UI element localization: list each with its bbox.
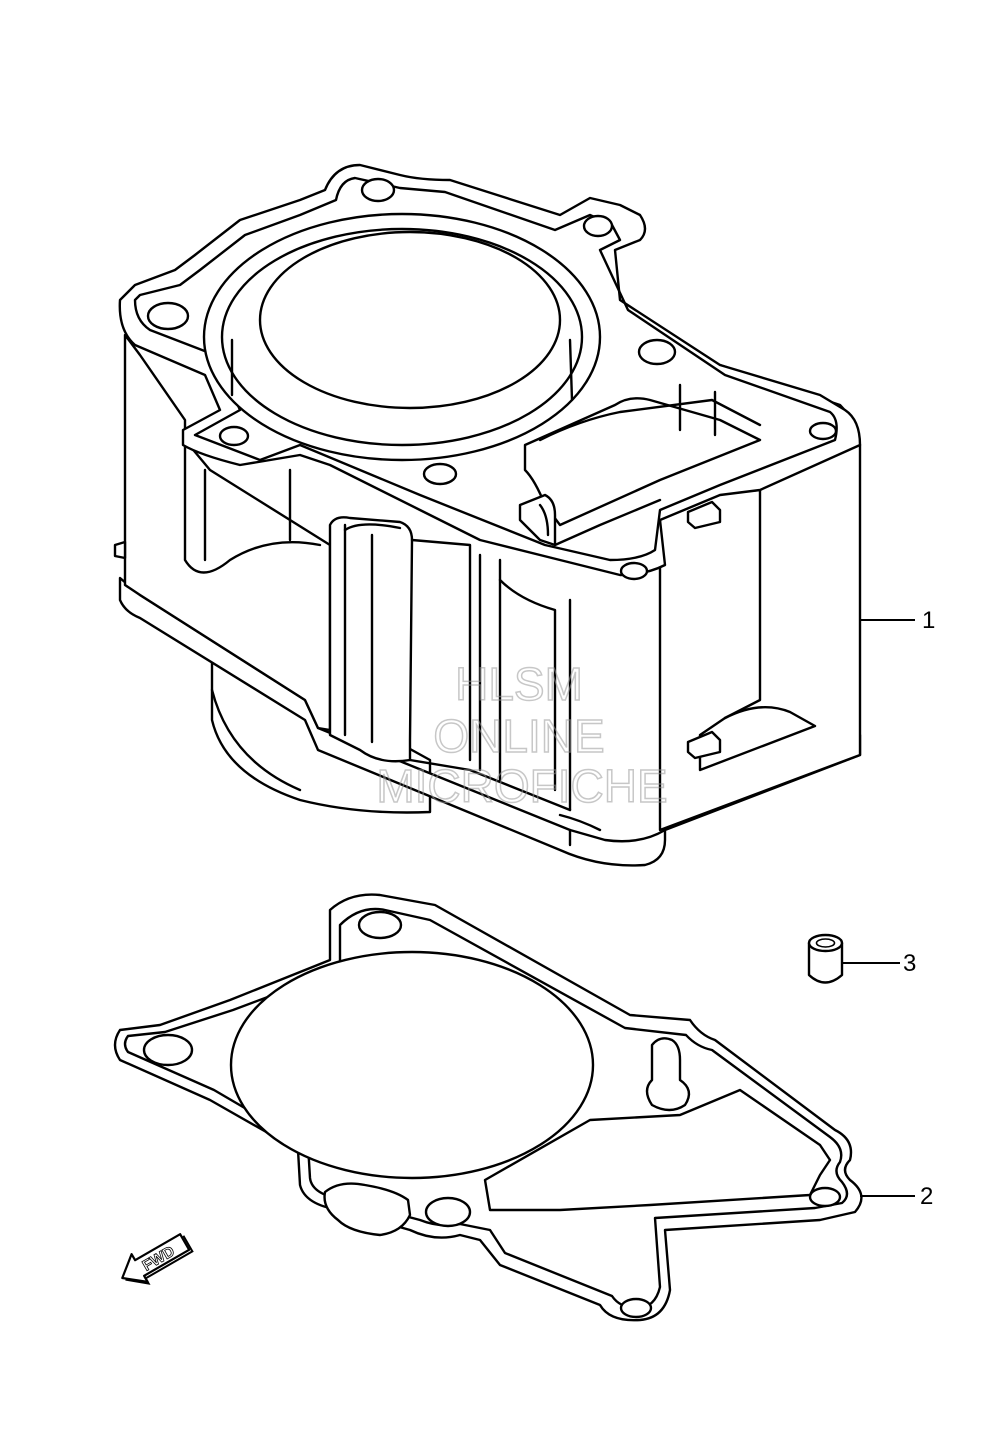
gasket-bolt-hole <box>424 1196 472 1228</box>
watermark: HLSM ONLINE MICROFICHE <box>376 657 669 813</box>
gasket-bolt-hole <box>357 910 403 940</box>
callout-2-number: 2 <box>920 1183 933 1210</box>
gasket-cutout <box>323 1182 412 1237</box>
gasket-bore <box>229 950 595 1180</box>
dowel-pin-part-3[interactable] <box>807 933 844 984</box>
cylinder-part-1[interactable] <box>113 163 862 867</box>
gasket-chain-opening <box>483 1088 832 1212</box>
dowel-pin-body <box>807 941 844 984</box>
callout-3: 3 <box>843 950 916 977</box>
gasket-part-2[interactable] <box>113 893 863 1322</box>
callout-1-number: 1 <box>922 607 935 634</box>
cylinder-bolt-hole <box>360 177 396 203</box>
callout-3-number: 3 <box>903 950 916 977</box>
cylinder-bore-outer <box>202 212 602 462</box>
gasket-bolt-hole <box>619 1297 653 1319</box>
cylinder-base-flange <box>118 576 862 867</box>
watermark-line2: ONLINE <box>433 710 604 762</box>
cylinder-bore-inner <box>258 230 562 410</box>
cylinder-bolt-hole <box>808 421 838 441</box>
cylinder-bolt-hole <box>619 561 649 581</box>
cylinder-bolt-hole <box>146 301 190 331</box>
cylinder-bolt-hole <box>637 338 677 366</box>
gasket-bolt-hole <box>808 1186 842 1208</box>
gasket-oil-slot <box>645 1037 691 1112</box>
cylinder-tab-upper <box>686 500 722 530</box>
callout-2: 2 <box>860 1183 933 1210</box>
cylinder-bolt-hole <box>218 425 250 447</box>
cylinder-bolt-hole <box>582 214 614 238</box>
gasket-bolt-hole <box>142 1033 194 1067</box>
fwd-direction-arrow: FWD <box>121 1233 194 1285</box>
cylinder-chain-opening <box>523 397 762 527</box>
watermark-line3: MICROFICHE <box>376 760 667 812</box>
cylinder-bolt-hole <box>422 462 458 486</box>
callout-1: 1 <box>860 607 935 634</box>
cylinder-tab-lower <box>686 730 722 760</box>
dowel-pin-top <box>807 933 844 953</box>
watermark-line1: HLSM <box>455 658 583 710</box>
